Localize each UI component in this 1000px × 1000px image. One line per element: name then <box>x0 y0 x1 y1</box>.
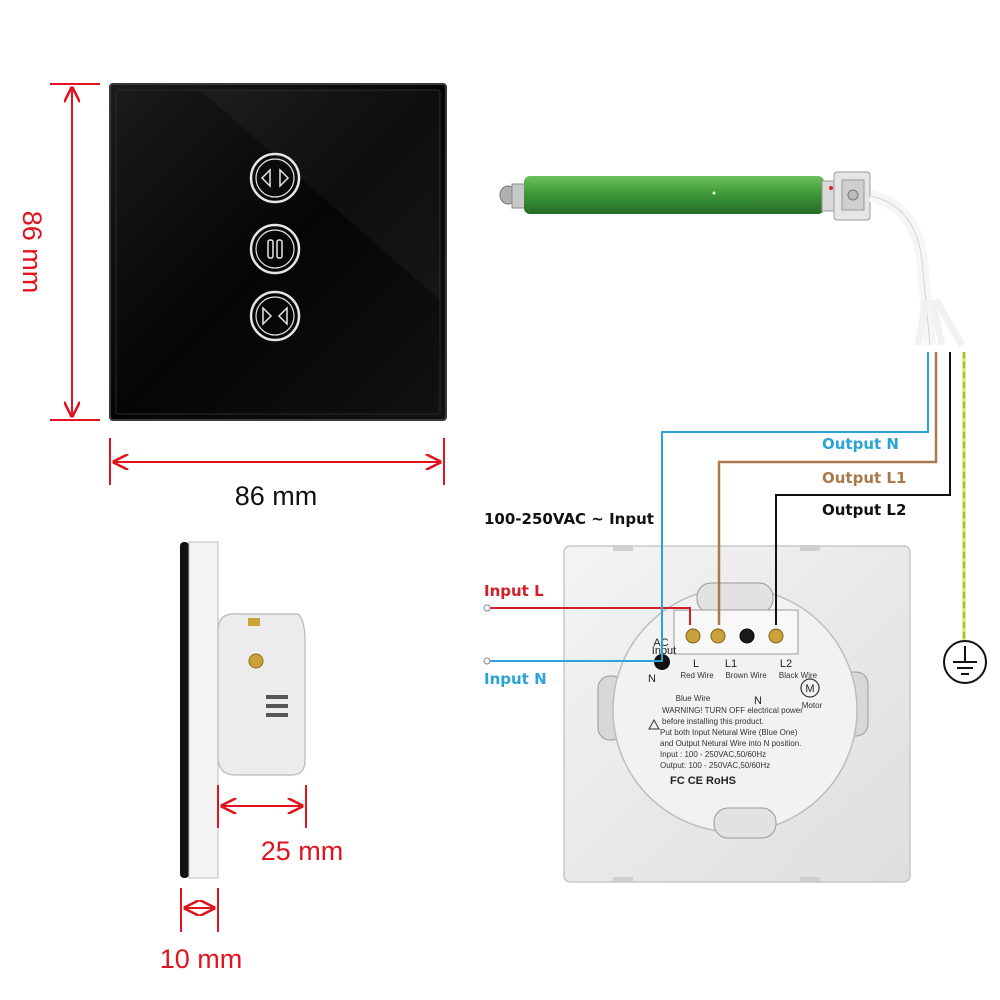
warning-line-5: Input : 100 - 250VAC,50/60Hz <box>660 750 766 759</box>
terminal-n-label: N <box>754 695 762 707</box>
warning-line-2: before installing this product. <box>662 717 764 726</box>
terminal-l1-label: L1 <box>725 658 737 670</box>
output-n-label: Output N <box>822 435 899 453</box>
ground-icon <box>943 640 987 684</box>
open-touch-button[interactable] <box>249 152 301 204</box>
terminal-n-left-label: N <box>648 673 656 685</box>
output-l2-label: Output L2 <box>822 501 906 519</box>
motor-label: Motor <box>802 701 823 710</box>
switch-front-panel <box>109 83 447 421</box>
width-dimension <box>109 438 445 485</box>
input-title: 100-250VAC ~ Input <box>484 510 654 528</box>
height-label: 86 mm <box>17 211 47 294</box>
close-touch-button[interactable] <box>249 290 301 342</box>
pause-touch-button[interactable] <box>249 223 301 275</box>
output-l1-label: Output L1 <box>822 469 906 487</box>
switch-module-back <box>563 545 911 883</box>
brown-wire-label: Brown Wire <box>725 671 767 680</box>
terminal-l-label: L <box>693 658 699 670</box>
warning-line-1: WARNING! TURN OFF electrical power <box>662 706 803 715</box>
terminal-l2-label: L2 <box>780 658 792 670</box>
motor-cable <box>868 190 966 347</box>
warning-line-6: Output: 100 - 250VAC,50/60Hz <box>660 761 770 770</box>
width-label: 86 mm <box>235 481 318 511</box>
switch-side-view <box>180 541 306 879</box>
ac-input-label-2: Input <box>652 645 676 657</box>
depth-dimension <box>217 785 307 828</box>
certification-marks: FC CE RoHS <box>670 775 736 787</box>
depth-label: 25 mm <box>261 836 344 866</box>
black-wire-label: Black Wire <box>779 671 818 680</box>
input-n-label: Input N <box>484 670 547 688</box>
height-dimension <box>50 83 100 421</box>
warning-line-4: and Output Netural Wire into N position. <box>660 739 801 748</box>
glass-thickness-dimension <box>180 888 219 932</box>
warning-line-3: Put both Input Netural Wire (Blue One) <box>660 728 798 737</box>
glass-thickness-label: 10 mm <box>160 944 243 974</box>
warning-icon <box>648 718 660 730</box>
red-wire-label: Red Wire <box>680 671 714 680</box>
motor-symbol: M <box>805 683 814 695</box>
wiring-lines <box>483 352 966 665</box>
input-l-label: Input L <box>484 582 544 600</box>
tubular-motor <box>499 171 871 221</box>
blue-wire-label: Blue Wire <box>676 694 711 703</box>
